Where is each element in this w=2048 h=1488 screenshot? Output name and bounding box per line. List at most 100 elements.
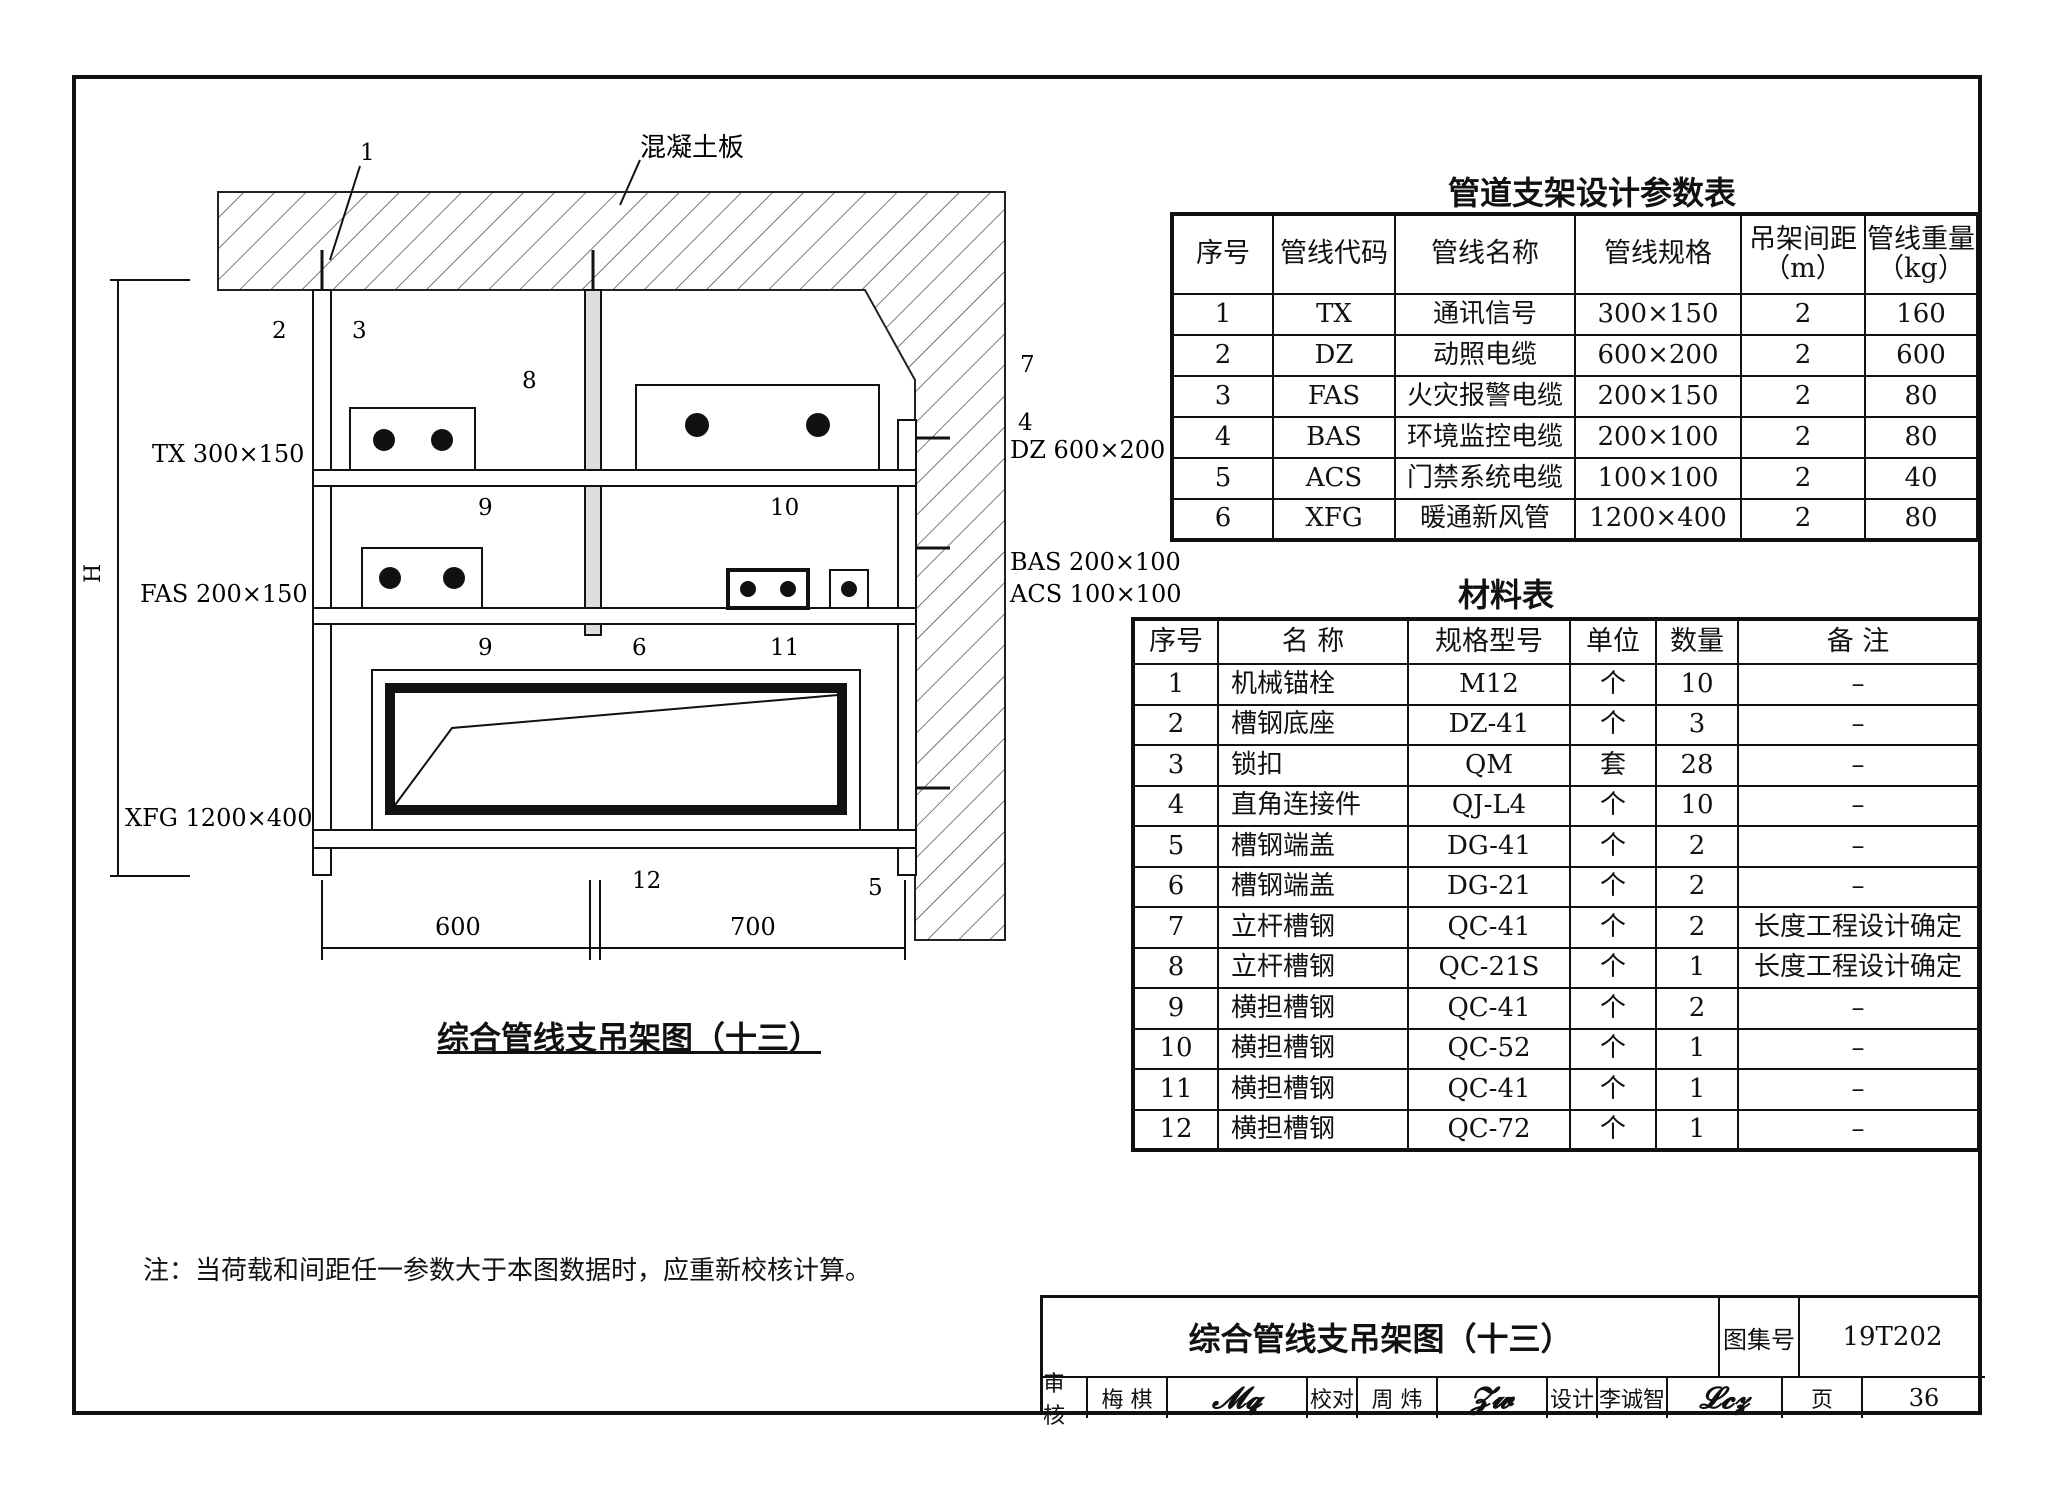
param-cell: 80 — [1864, 375, 1979, 418]
param-cell: 600 — [1864, 334, 1979, 377]
param-cell: ACS — [1272, 457, 1396, 500]
material-cell: 2 — [1132, 703, 1219, 746]
param-cell: 动照电缆 — [1394, 334, 1576, 377]
dz-label: DZ 600×200 — [1010, 436, 1165, 464]
material-cell: DG-21 — [1407, 865, 1571, 908]
param-cell: 1 — [1171, 293, 1274, 336]
title-block-title: 综合管线支吊架图（十三） — [1043, 1298, 1720, 1378]
param-cell: 80 — [1864, 416, 1979, 459]
material-cell: 长度工程设计确定 — [1737, 906, 1980, 949]
material-header: 备 注 — [1737, 618, 1980, 665]
material-cell: DZ-41 — [1407, 703, 1571, 746]
material-cell: 1 — [1655, 1027, 1739, 1070]
param-cell: 600×200 — [1574, 334, 1742, 377]
param-cell: 2 — [1740, 334, 1866, 377]
callout-7: 7 — [1020, 352, 1035, 378]
param-cell: 200×150 — [1574, 375, 1742, 418]
material-cell: QC-21S — [1407, 946, 1571, 989]
material-cell: 10 — [1655, 663, 1739, 706]
param-cell: 2 — [1171, 334, 1274, 377]
callout-3: 3 — [352, 318, 367, 344]
callout-6: 6 — [632, 635, 647, 661]
material-cell: 1 — [1132, 663, 1219, 706]
callout-9b: 9 — [478, 635, 493, 661]
reviewer-name: 梅 棋 — [1088, 1378, 1168, 1418]
height-label: H — [81, 564, 106, 583]
param-table-title: 管道支架设计参数表 — [1448, 174, 1737, 212]
material-cell: – — [1737, 744, 1980, 787]
atlas-number: 19T202 — [1800, 1298, 1985, 1378]
material-cell: 1 — [1655, 946, 1739, 989]
param-cell: 环境监控电缆 — [1394, 416, 1576, 459]
check-label: 校对 — [1308, 1378, 1358, 1418]
param-header: 管线规格 — [1574, 213, 1742, 295]
material-cell: 个 — [1569, 663, 1657, 706]
material-cell: 10 — [1655, 784, 1739, 827]
dim-700: 700 — [730, 913, 776, 941]
material-cell: 2 — [1655, 825, 1739, 868]
param-cell: 4 — [1171, 416, 1274, 459]
material-cell: QJ-L4 — [1407, 784, 1571, 827]
anchor-bolts — [320, 250, 950, 790]
param-header: 管线代码 — [1272, 213, 1396, 295]
param-cell: 暖通新风管 — [1394, 498, 1576, 541]
material-cell: 个 — [1569, 865, 1657, 908]
param-cell: 2 — [1740, 416, 1866, 459]
material-cell: 3 — [1655, 703, 1739, 746]
param-header: 序号 — [1171, 213, 1274, 295]
material-cell: 个 — [1569, 825, 1657, 868]
param-cell: 门禁系统电缆 — [1394, 457, 1576, 500]
dim-600: 600 — [435, 913, 481, 941]
material-cell: – — [1737, 1027, 1980, 1070]
material-cell: 长度工程设计确定 — [1737, 946, 1980, 989]
param-cell: 200×100 — [1574, 416, 1742, 459]
param-cell: 火灾报警电缆 — [1394, 375, 1576, 418]
dz-tray — [635, 384, 880, 471]
material-cell: 横担槽钢 — [1217, 1027, 1409, 1070]
material-cell: QC-72 — [1407, 1108, 1571, 1151]
material-cell: – — [1737, 825, 1980, 868]
param-cell: 通讯信号 — [1394, 293, 1576, 336]
material-cell: 槽钢端盖 — [1217, 865, 1409, 908]
param-cell: FAS — [1272, 375, 1396, 418]
left-post — [312, 289, 332, 876]
checker-signature: 𝓩𝔀 — [1438, 1378, 1548, 1418]
material-cell: – — [1737, 1108, 1980, 1151]
review-label: 审核 — [1043, 1372, 1088, 1429]
material-cell: – — [1737, 663, 1980, 706]
param-cell: TX — [1272, 293, 1396, 336]
param-header: 管线重量（kg） — [1864, 213, 1979, 295]
callout-12: 12 — [632, 868, 661, 894]
material-cell: 7 — [1132, 906, 1219, 949]
xfg-label: XFG 1200×400 — [125, 804, 313, 832]
param-cell: 2 — [1740, 498, 1866, 541]
crossbar-bottom — [312, 829, 917, 849]
material-cell: 直角连接件 — [1217, 784, 1409, 827]
material-cell: 横担槽钢 — [1217, 987, 1409, 1030]
material-cell: 4 — [1132, 784, 1219, 827]
param-cell: 6 — [1171, 498, 1274, 541]
material-cell: 1 — [1655, 1108, 1739, 1151]
param-cell: 40 — [1864, 457, 1979, 500]
crossbar-top — [312, 469, 917, 487]
callout-8: 8 — [522, 368, 537, 394]
callout-4: 4 — [1018, 410, 1033, 436]
material-cell: 2 — [1655, 865, 1739, 908]
param-cell: BAS — [1272, 416, 1396, 459]
material-cell: 个 — [1569, 703, 1657, 746]
fas-label: FAS 200×150 — [140, 580, 308, 608]
material-cell: 套 — [1569, 744, 1657, 787]
param-cell: 1200×400 — [1574, 498, 1742, 541]
material-header: 名 称 — [1217, 618, 1409, 665]
material-cell: QM — [1407, 744, 1571, 787]
material-cell: 5 — [1132, 825, 1219, 868]
material-cell: 10 — [1132, 1027, 1219, 1070]
param-cell: 2 — [1740, 375, 1866, 418]
material-header: 规格型号 — [1407, 618, 1571, 665]
material-cell: 2 — [1655, 906, 1739, 949]
material-cell: 横担槽钢 — [1217, 1068, 1409, 1111]
callout-5: 5 — [868, 875, 883, 901]
slab-label: 混凝土板 — [640, 133, 744, 163]
material-cell: QC-52 — [1407, 1027, 1571, 1070]
param-cell: 80 — [1864, 498, 1979, 541]
